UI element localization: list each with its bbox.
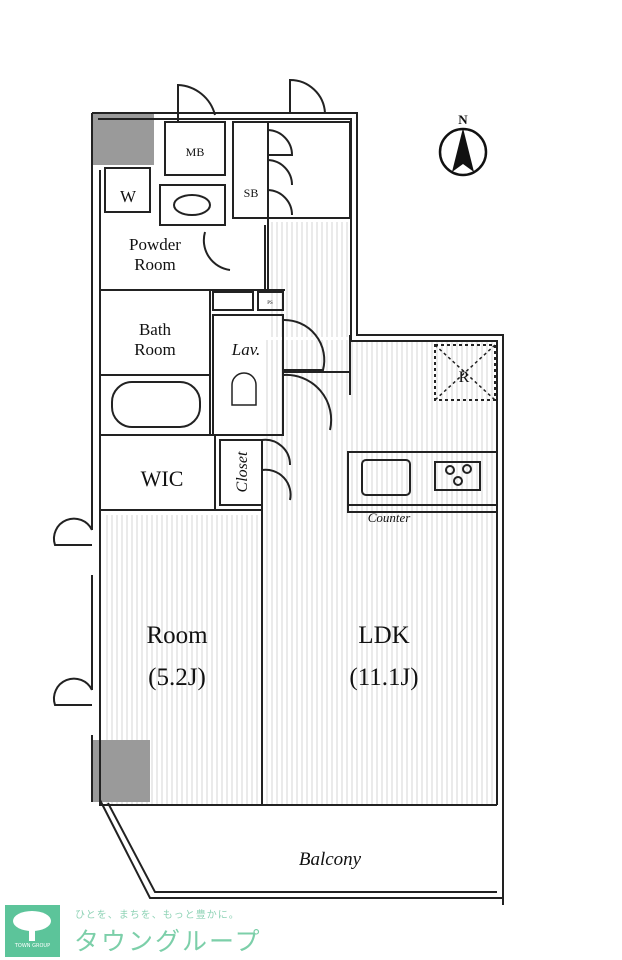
room-label: Room <box>146 622 208 649</box>
mb-label: MB <box>186 145 205 159</box>
tree-icon <box>13 911 51 941</box>
powder-room-label: Powder <box>129 235 181 254</box>
counter-label: Counter <box>368 510 412 525</box>
ldk-label: LDK <box>358 622 409 649</box>
ldk-size: (11.1J) <box>349 664 418 691</box>
refrigerator-space <box>434 344 496 401</box>
w-label: W <box>120 187 137 206</box>
town-group-logo <box>5 905 60 957</box>
toilet-icon <box>231 372 257 406</box>
refrigerator-cross <box>434 344 496 401</box>
compass-icon <box>438 127 488 177</box>
wic-label: WIC <box>141 466 184 491</box>
refrigerator-label: R <box>459 369 470 386</box>
logo-small-text: TOWN GROUP <box>14 943 51 949</box>
logo-tagline: ひとを、まちを、もっと豊かに。 <box>75 910 240 921</box>
lav-label: Lav. <box>231 340 261 359</box>
powder-room-label: Room <box>134 255 176 274</box>
sb-label: SB <box>244 186 259 200</box>
room-size: (5.2J) <box>148 664 206 691</box>
bath-room-label: Room <box>134 340 176 359</box>
wall-block <box>92 113 154 165</box>
bath-room-label: Bath <box>139 320 172 339</box>
closet-label: Closet <box>234 451 251 492</box>
wall-block <box>92 740 150 802</box>
logo-brand: タウングループ <box>74 927 262 956</box>
walls <box>52 78 504 905</box>
compass-label: N <box>458 112 468 127</box>
ps-label: PS <box>267 301 273 306</box>
balcony-label: Balcony <box>299 849 362 870</box>
ldk-floor <box>265 340 495 805</box>
